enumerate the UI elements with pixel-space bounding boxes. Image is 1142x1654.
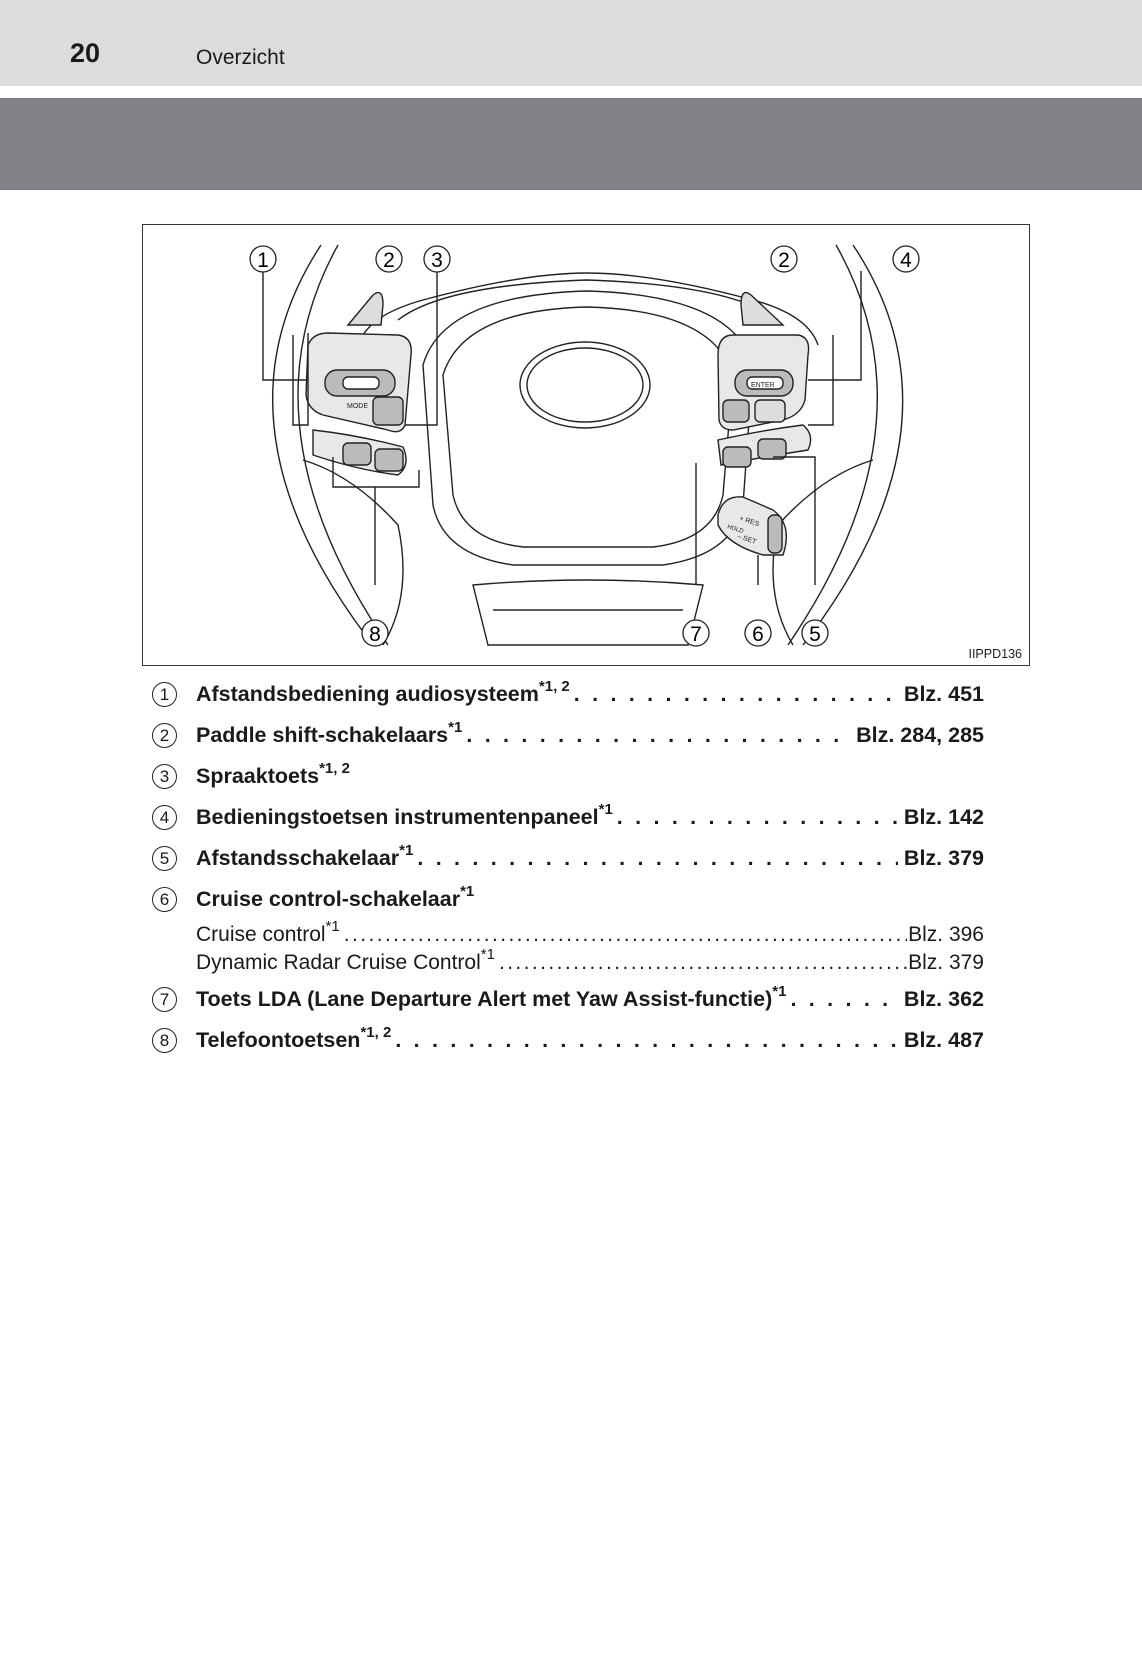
svg-text:2: 2 <box>778 249 790 272</box>
item-label: Paddle shift-schakelaars <box>196 723 449 747</box>
leader-dots <box>344 923 907 947</box>
svg-text:1: 1 <box>257 249 269 272</box>
svg-text:6: 6 <box>752 623 764 646</box>
steering-wheel-illustration: MODE ENTER + RES – SET HOLD 1 2 3 2 4 8 … <box>249 244 920 647</box>
item-label: Bedieningstoetsen instrumentenpaneel <box>196 805 599 829</box>
page-reference-link[interactable]: Blz. 451 <box>903 682 984 706</box>
leader-dots <box>574 682 898 707</box>
list-item: 6 Cruise control-schakelaar *1 Cruise co… <box>152 883 984 983</box>
item-label: Cruise control-schakelaar <box>196 887 461 911</box>
leader-5 <box>773 456 816 585</box>
leader-8 <box>332 457 420 488</box>
sub-item-note: *1 <box>480 946 495 963</box>
distance-button <box>757 438 787 460</box>
item-label: Spraaktoets <box>196 764 320 788</box>
callout-5: 5 <box>801 619 829 647</box>
leader-dots <box>617 805 898 830</box>
item-number: 5 <box>152 846 177 871</box>
chapter-band <box>0 98 1142 190</box>
wheel-rim-right <box>802 244 904 646</box>
list-item: 3 Spraaktoets *1, 2 <box>152 760 984 801</box>
voice-button <box>372 396 404 426</box>
leader-dots <box>417 846 898 871</box>
emblem <box>519 341 651 429</box>
item-note: *1, 2 <box>538 678 570 695</box>
item-note: *1 <box>598 801 613 818</box>
leader-dots <box>466 723 850 748</box>
leader-4 <box>808 271 862 381</box>
paddle-minus <box>346 291 384 326</box>
item-note: *1 <box>460 883 475 900</box>
leader-dots <box>395 1028 898 1053</box>
leader-dots <box>790 987 897 1012</box>
list-item: 2 Paddle shift-schakelaars *1 Blz. 284, … <box>152 719 984 760</box>
item-note: *1, 2 <box>319 760 350 777</box>
item-label: Toets LDA (Lane Departure Alert met Yaw … <box>196 987 773 1011</box>
header-bar: 20 Overzicht <box>0 0 1142 86</box>
item-note: *1, 2 <box>360 1024 392 1041</box>
figure-code: IIPPD136 <box>968 647 1022 661</box>
page-reference-link[interactable]: Blz. 362 <box>903 987 984 1011</box>
list-item: 4 Bedieningstoetsen instrumentenpaneel *… <box>152 801 984 842</box>
callout-8: 8 <box>361 619 389 647</box>
wheel-rim-left <box>271 244 374 646</box>
item-number: 1 <box>152 682 177 707</box>
paddle-plus <box>740 291 785 326</box>
sub-item-note: *1 <box>325 918 340 935</box>
callout-4: 4 <box>892 245 920 273</box>
hold-label: HOLD <box>726 524 744 535</box>
item-label: Afstandsbediening audiosysteem <box>196 682 539 706</box>
page-reference-link[interactable]: Blz. 142 <box>903 805 984 829</box>
mode-label: MODE <box>347 403 368 410</box>
leader-dots <box>499 951 907 975</box>
list-item: 7 Toets LDA (Lane Departure Alert met Ya… <box>152 983 984 1024</box>
callout-2-left: 2 <box>375 245 403 273</box>
section-title: Overzicht <box>196 46 285 69</box>
item-number: 8 <box>152 1028 177 1053</box>
phone-answer-button <box>342 442 372 466</box>
svg-text:5: 5 <box>809 623 821 646</box>
item-number: 3 <box>152 764 177 789</box>
callout-7: 7 <box>682 619 710 647</box>
lda-button <box>722 446 752 468</box>
item-number: 7 <box>152 987 177 1012</box>
item-note: *1 <box>448 719 463 736</box>
svg-text:7: 7 <box>690 623 702 646</box>
page-reference-link[interactable]: Blz. 487 <box>903 1028 984 1052</box>
callout-3: 3 <box>423 245 451 273</box>
item-label: Telefoontoetsen <box>196 1028 361 1052</box>
item-label: Afstandsschakelaar <box>196 846 400 870</box>
sub-item-label: Cruise control <box>196 923 326 946</box>
sub-item-label: Dynamic Radar Cruise Control <box>196 951 481 974</box>
item-note: *1 <box>399 842 414 859</box>
item-number: 4 <box>152 805 177 830</box>
leader-3 <box>405 271 438 426</box>
leader-1 <box>262 271 308 381</box>
item-note: *1 <box>772 983 787 1000</box>
control-list: 1 Afstandsbediening audiosysteem *1, 2 B… <box>152 678 984 1065</box>
page-reference-link[interactable]: Blz. 284, 285 <box>856 723 984 747</box>
list-item: 1 Afstandsbediening audiosysteem *1, 2 B… <box>152 678 984 719</box>
page-reference-link[interactable]: Blz. 379 <box>908 951 984 974</box>
enter-label: ENTER <box>751 382 775 389</box>
svg-text:2: 2 <box>383 249 395 272</box>
item-number: 6 <box>152 887 177 912</box>
item-number: 2 <box>152 723 177 748</box>
list-item: 8 Telefoontoetsen *1, 2 Blz. 487 <box>152 1024 984 1065</box>
page-reference-link[interactable]: Blz. 396 <box>908 923 984 946</box>
callout-2-right: 2 <box>770 245 798 273</box>
page-number: 20 <box>70 38 101 68</box>
steering-wheel-figure: MODE ENTER + RES – SET HOLD 1 2 3 2 4 8 … <box>142 224 1030 666</box>
list-item: 5 Afstandsschakelaar *1 Blz. 379 <box>152 842 984 883</box>
svg-text:3: 3 <box>431 249 443 272</box>
svg-text:8: 8 <box>369 623 381 646</box>
page-reference-link[interactable]: Blz. 379 <box>903 846 984 870</box>
svg-text:4: 4 <box>900 249 912 272</box>
callout-6: 6 <box>744 619 772 647</box>
callout-1: 1 <box>249 245 277 273</box>
phone-hangup-button <box>374 448 404 472</box>
